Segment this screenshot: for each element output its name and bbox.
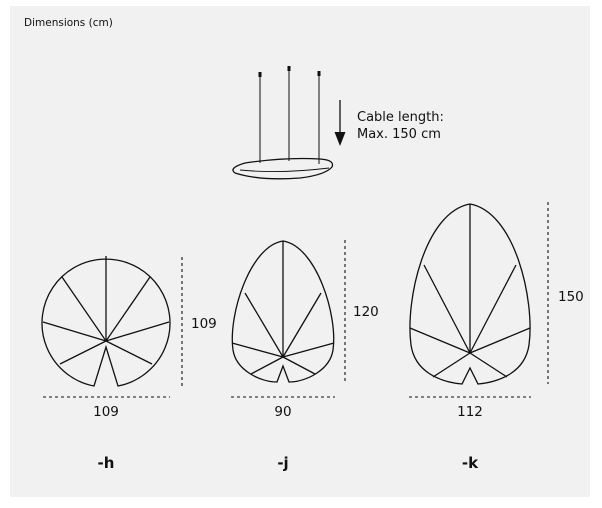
lamp-shade-rim	[239, 167, 330, 173]
cable-length-value: Max. 150 cm	[357, 127, 441, 142]
lamp-k-top-view	[409, 203, 531, 385]
height-label-k: 150	[558, 289, 584, 305]
pendant-lamp	[232, 66, 346, 180]
diagram-title: Dimensions (cm)	[24, 17, 113, 29]
cable-grip	[287, 66, 291, 71]
lamp-h-top-view	[41, 256, 171, 387]
cable-length-label: Cable length: Max. 150 cm	[357, 109, 444, 143]
cable-grip	[317, 71, 321, 76]
variant-label-k: -k	[461, 454, 479, 472]
diagram-panel	[10, 6, 590, 497]
height-label-j: 120	[353, 304, 379, 320]
cable-grip	[258, 72, 262, 77]
variant-label-j: -j	[277, 454, 289, 472]
variant-label-h: -h	[97, 454, 115, 472]
width-label-j: 90	[274, 404, 292, 420]
width-label-k: 112	[457, 404, 483, 420]
cable-length-heading: Cable length:	[357, 110, 444, 125]
height-label-h: 109	[191, 316, 217, 332]
arrow-head-icon	[334, 132, 346, 146]
lamp-shade-side-view	[232, 157, 334, 180]
lamp-j-top-view	[231, 240, 335, 383]
dimension-lines	[43, 202, 549, 398]
width-label-h: 109	[93, 404, 119, 420]
